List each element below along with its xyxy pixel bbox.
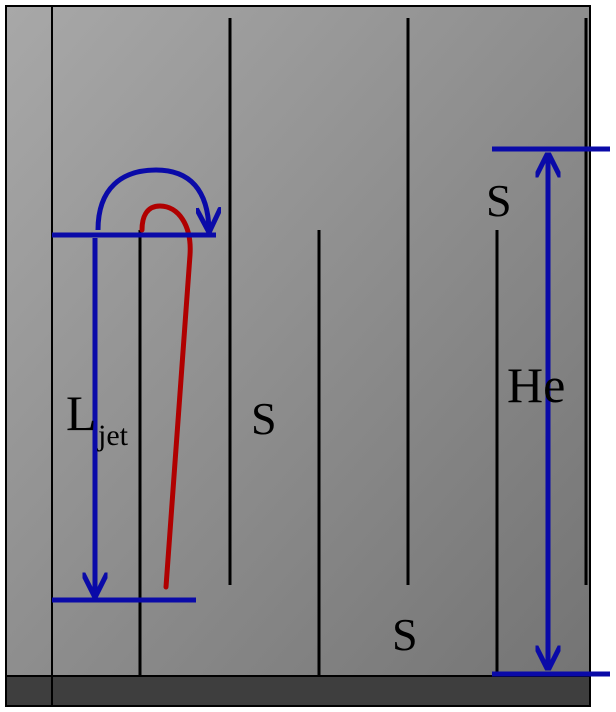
jet-path bbox=[139, 203, 193, 590]
channel-frame bbox=[5, 5, 591, 707]
label-s-middle: S bbox=[251, 393, 277, 444]
channel-background bbox=[6, 6, 590, 676]
label-l-jet-subscript: jet bbox=[97, 419, 129, 452]
channel-floor bbox=[6, 676, 590, 706]
label-he: He bbox=[507, 357, 565, 413]
label-s-bottom: S bbox=[392, 609, 418, 660]
recirculation-arc-arrow bbox=[95, 167, 209, 230]
label-s-top-right: S bbox=[486, 175, 512, 226]
label-l-jet-main: L bbox=[66, 385, 97, 441]
